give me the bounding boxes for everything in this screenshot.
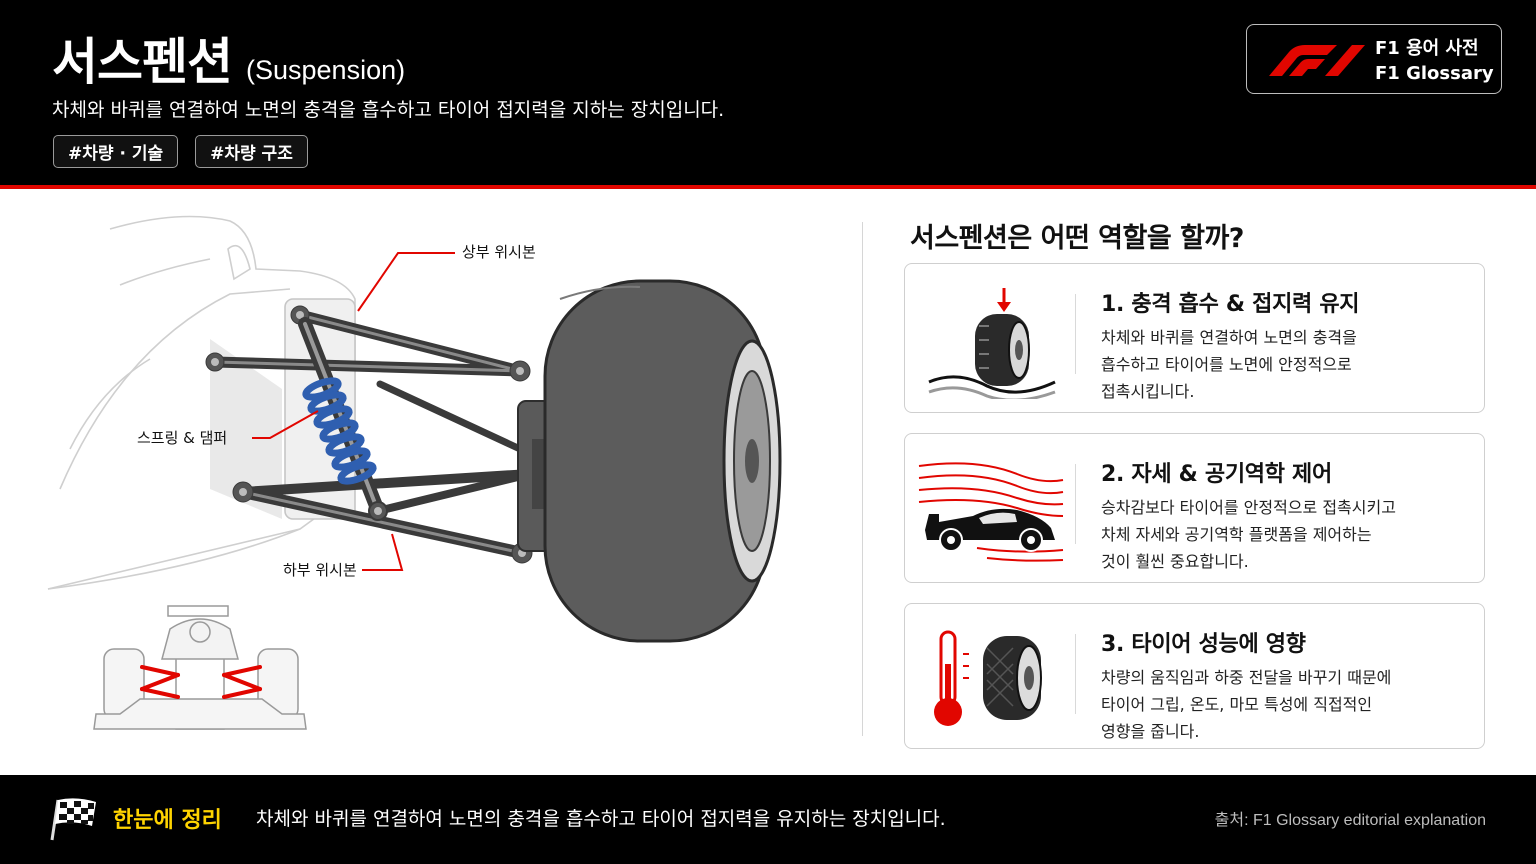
header-bar: 서스펜션 (Suspension) 차체와 바퀴를 연결하여 노면의 충격을 흡… [0,0,1536,185]
glossary-label-ko: F1 용어 사전 [1375,38,1479,59]
lower-wishbone [232,380,535,564]
card-description-line: 차량의 움직임과 하중 전달을 바꾸기 때문에 [1101,668,1392,687]
glossary-badge: F1 용어 사전 F1 Glossary [1246,24,1502,94]
card-title: 1. 충격 흡수 & 접지력 유지 [1101,292,1360,317]
tire-wheel [543,279,782,643]
thermometer-tire-icon [934,630,1042,726]
role-card-1: 1. 충격 흡수 & 접지력 유지 차체와 바퀴를 연결하여 노면의 충격을 흡… [904,263,1485,413]
card-description-line: 흡수하고 타이어를 노면에 안정적으로 [1101,355,1352,374]
label-upper-wishbone: 상부 위시본 [462,243,536,261]
front-view-car-sketch [93,605,307,730]
card-divider [1075,464,1076,544]
tag-vehicle-tech[interactable]: #차량 · 기술 [53,135,179,168]
tag-vehicle-structure[interactable]: #차량 구조 [195,135,308,168]
card-divider [1075,294,1076,374]
upper-wishbone [205,305,531,382]
page-subtitle: 차체와 바퀴를 연결하여 노면의 충격을 흡수하고 타이어 접지력을 지하는 장… [52,99,725,121]
card-description-line: 영향을 줍니다. [1101,722,1200,741]
callout-lines [252,252,455,571]
card-description: 차량의 움직임과 하중 전달을 바꾸기 때문에 타이어 그립, 온도, 마모 특… [1101,664,1431,745]
header-accent-line [0,185,1536,189]
f1-logo-icon [1269,45,1365,76]
title-row: 서스펜션 (Suspension) [52,22,405,94]
checkered-flag-icon [50,798,96,841]
spring-damper [298,317,388,521]
page-title: 서스펜션 [52,33,233,91]
card-description: 차체와 바퀴를 연결하여 노면의 충격을 흡수하고 타이어를 노면에 안정적으로… [1101,324,1431,405]
summary-key-label: 한눈에 정리 [113,808,222,833]
glossary-label: F1 용어 사전 F1 Glossary [1375,36,1494,86]
page-title-english: (Suspension) [246,55,406,85]
suspension-illustration [47,215,782,730]
label-spring-damper: 스프링 & 댐퍼 [137,429,228,447]
card-title: 2. 자세 & 공기역학 제어 [1101,462,1332,487]
car-body-sketch [47,215,356,590]
front-view-wishbones [140,665,262,699]
tire-bump-icon [928,288,1056,399]
suspension-diagram: 상부 위시본 스프링 & 댐퍼 하부 위시본 [0,189,860,774]
label-lower-wishbone: 하부 위시본 [283,561,357,579]
car-airflow-icon [918,462,1064,562]
card-title: 3. 타이어 성능에 영향 [1101,632,1306,657]
card-description-line: 차체 자세와 공기역학 플랫폼을 제어하는 [1101,525,1372,544]
card-description-line: 접촉시킵니다. [1101,382,1195,401]
glossary-label-en: F1 Glossary [1375,63,1494,84]
summary-text: 차체와 바퀴를 연결하여 노면의 충격을 흡수하고 타이어 접지력을 유지하는 … [256,808,946,830]
card-description-line: 차체와 바퀴를 연결하여 노면의 충격을 [1101,328,1357,347]
section-divider [862,222,863,736]
card-description-line: 것이 훨씬 중요합니다. [1101,552,1249,571]
card-description-line: 승차감보다 타이어를 안정적으로 접촉시키고 [1101,498,1396,517]
footer-bar: 한눈에 정리 차체와 바퀴를 연결하여 노면의 충격을 흡수하고 타이어 접지력… [0,775,1536,864]
source-credit: 출처: F1 Glossary editorial explanation [1214,812,1486,829]
card-divider [1075,634,1076,714]
role-card-2: 2. 자세 & 공기역학 제어 승차감보다 타이어를 안정적으로 접촉시키고 차… [904,433,1485,583]
panel-title: 서스펜션은 어떤 역할을 할까? [910,223,1244,254]
tag-list: #차량 · 기술 #차량 구조 [53,135,308,168]
card-description: 승차감보다 타이어를 안정적으로 접촉시키고 차체 자세와 공기역학 플랫폼을 … [1101,494,1431,575]
role-card-3: 3. 타이어 성능에 영향 차량의 움직임과 하중 전달을 바꾸기 때문에 타이… [904,603,1485,749]
card-description-line: 타이어 그립, 온도, 마모 특성에 직접적인 [1101,695,1373,714]
